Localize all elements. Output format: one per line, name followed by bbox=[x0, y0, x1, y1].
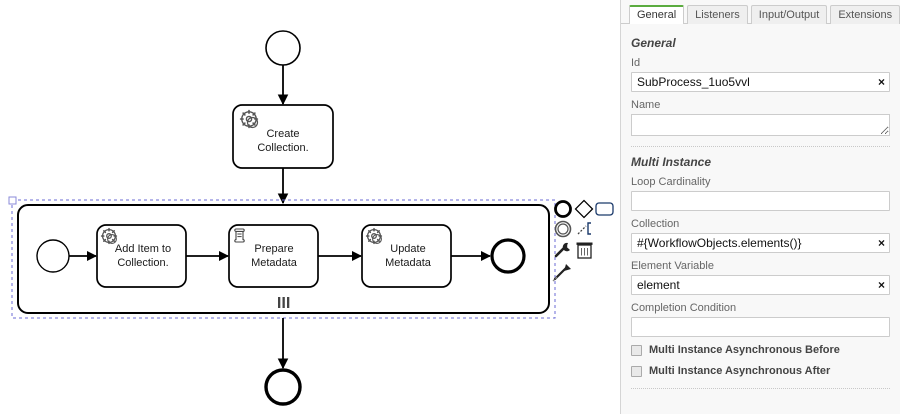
element-variable-label: Element Variable bbox=[631, 260, 714, 272]
delete-icon[interactable] bbox=[576, 242, 593, 259]
loop-cardinality-label: Loop Cardinality bbox=[631, 176, 711, 188]
id-label: Id bbox=[631, 57, 641, 69]
collection-label: Collection bbox=[631, 218, 680, 230]
tab-extensions[interactable]: Extensions bbox=[830, 5, 900, 24]
task-label-line2: Metadata bbox=[251, 257, 298, 269]
task-create-collection[interactable]: Create Collection. bbox=[232, 104, 334, 169]
clear-id-icon[interactable]: × bbox=[877, 75, 885, 89]
completion-condition-input[interactable] bbox=[631, 317, 890, 337]
properties-tabs[interactable]: General Listeners Input/Output Extension… bbox=[621, 0, 900, 24]
context-pad[interactable] bbox=[552, 199, 614, 282]
loop-cardinality-field-group: Loop Cardinality bbox=[631, 176, 890, 211]
element-variable-input[interactable] bbox=[631, 275, 890, 295]
async-after-checkbox[interactable] bbox=[631, 366, 642, 377]
clear-element-variable-icon[interactable]: × bbox=[877, 278, 885, 292]
general-group-title: General bbox=[631, 36, 676, 50]
properties-panel: General Listeners Input/Output Extension… bbox=[620, 0, 900, 414]
section-divider bbox=[631, 146, 890, 147]
subprocess-end-event[interactable] bbox=[490, 238, 526, 274]
loop-cardinality-input[interactable] bbox=[631, 191, 890, 211]
task-label-line1: Add Item to bbox=[115, 243, 171, 255]
task-label-line1: Update bbox=[390, 243, 425, 255]
start-event[interactable] bbox=[265, 30, 301, 66]
task-update-metadata[interactable]: Update Metadata bbox=[361, 224, 452, 288]
parallel-multi-instance-marker bbox=[278, 297, 290, 308]
collection-input[interactable] bbox=[631, 233, 890, 253]
tab-listeners[interactable]: Listeners bbox=[687, 5, 748, 24]
bottom-divider bbox=[631, 388, 890, 389]
end-event[interactable] bbox=[264, 368, 302, 406]
wrench-icon[interactable] bbox=[554, 242, 570, 258]
clear-collection-icon[interactable]: × bbox=[877, 236, 885, 250]
name-field-group: Name bbox=[631, 99, 890, 136]
multi-instance-group-title: Multi Instance bbox=[631, 155, 712, 169]
task-label-line2: Metadata bbox=[385, 257, 432, 269]
collection-field-group: Collection × bbox=[631, 218, 890, 253]
completion-condition-label: Completion Condition bbox=[631, 302, 737, 314]
async-before-row[interactable]: Multi Instance Asynchronous Before bbox=[631, 344, 890, 357]
async-before-checkbox[interactable] bbox=[631, 345, 642, 356]
script-task-icon bbox=[234, 228, 245, 243]
task-label-line1: Create bbox=[266, 128, 299, 140]
properties-body: General Id × Name Multi Instance Loop Ca… bbox=[621, 24, 900, 389]
subprocess-start-event[interactable] bbox=[36, 239, 70, 273]
element-variable-field-group: Element Variable × bbox=[631, 260, 890, 295]
task-add-item-to-collection[interactable]: Add Item to Collection. bbox=[96, 224, 187, 288]
service-task-gear-icon bbox=[365, 227, 383, 245]
bpmn-canvas[interactable]: Create Collection. bbox=[0, 0, 620, 414]
async-after-row[interactable]: Multi Instance Asynchronous After bbox=[631, 365, 890, 378]
name-label: Name bbox=[631, 99, 661, 111]
task-prepare-metadata[interactable]: Prepare Metadata bbox=[228, 224, 319, 288]
append-end-event-icon[interactable] bbox=[554, 200, 572, 218]
id-field-group: Id × bbox=[631, 57, 890, 92]
service-task-gear-icon bbox=[239, 109, 259, 129]
append-intermediate-event-icon[interactable] bbox=[554, 220, 572, 238]
append-task-icon[interactable] bbox=[595, 202, 614, 216]
append-gateway-icon[interactable] bbox=[574, 199, 594, 219]
task-label-line2: Collection. bbox=[257, 142, 308, 154]
task-label-line1: Prepare bbox=[254, 243, 293, 255]
name-textarea[interactable] bbox=[631, 114, 890, 136]
task-label-line2: Collection. bbox=[117, 257, 168, 269]
completion-condition-field-group: Completion Condition bbox=[631, 302, 890, 337]
connect-icon[interactable] bbox=[552, 264, 571, 282]
async-after-label: Multi Instance Asynchronous After bbox=[649, 365, 831, 377]
append-text-annotation-icon[interactable] bbox=[577, 222, 591, 235]
tab-input-output[interactable]: Input/Output bbox=[750, 5, 828, 24]
resize-handle-nw[interactable] bbox=[8, 196, 17, 205]
id-input[interactable] bbox=[631, 72, 890, 92]
tab-general[interactable]: General bbox=[629, 5, 685, 24]
async-before-label: Multi Instance Asynchronous Before bbox=[649, 344, 840, 356]
service-task-gear-icon bbox=[100, 227, 118, 245]
